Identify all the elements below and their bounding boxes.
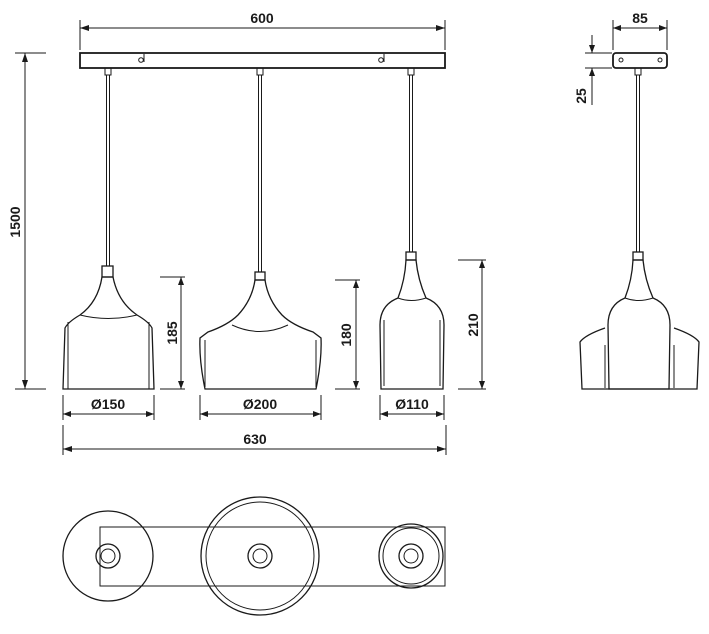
side-view <box>579 52 700 390</box>
dim-total-height: 1500 <box>7 52 46 390</box>
dim-shade1-diameter: Ø150 <box>62 395 155 420</box>
side-cord <box>636 75 640 252</box>
cord-1 <box>106 75 110 266</box>
dim-total-width: 630 <box>62 425 447 455</box>
dim-label-1500: 1500 <box>7 206 23 237</box>
cord-3 <box>409 75 413 252</box>
side-shade-back <box>579 327 700 390</box>
dim-label-d200: Ø200 <box>243 396 277 412</box>
dim-shade1-height: 185 <box>160 276 185 390</box>
top-view <box>62 496 446 616</box>
pendant-shade-3 <box>379 251 445 390</box>
dim-canopy-depth: 85 <box>612 10 668 50</box>
cord-grip-1 <box>104 67 112 76</box>
dim-canopy-length: 600 <box>79 10 446 50</box>
top-shade-2 <box>200 496 320 616</box>
dim-label-210: 210 <box>465 313 481 337</box>
dim-shade3-diameter: Ø110 <box>379 395 445 420</box>
top-canopy <box>99 526 446 587</box>
dim-shade3-height: 210 <box>458 259 486 390</box>
cord-grip-2 <box>256 67 264 76</box>
cord-2 <box>258 75 262 272</box>
canopy-bar <box>79 52 446 69</box>
dim-label-d150: Ø150 <box>91 396 125 412</box>
dim-label-630: 630 <box>243 431 267 447</box>
dim-shade2-height: 180 <box>335 279 360 390</box>
front-view <box>62 52 446 390</box>
dim-label-85: 85 <box>632 10 648 26</box>
dim-label-180: 180 <box>338 323 354 347</box>
dim-label-25: 25 <box>573 88 589 104</box>
dim-label-600: 600 <box>250 10 274 26</box>
canopy-screw-left <box>138 54 145 63</box>
top-shade-3 <box>378 523 444 589</box>
canopy-screw-right <box>378 54 385 63</box>
dim-label-d110: Ø110 <box>395 396 429 412</box>
cord-grip-3 <box>407 67 415 76</box>
side-shade-front <box>607 251 671 390</box>
dim-label-185: 185 <box>164 321 180 345</box>
pendant-shade-2 <box>199 271 322 390</box>
dim-shade2-diameter: Ø200 <box>199 395 322 420</box>
top-shade-1 <box>62 510 154 602</box>
side-canopy <box>612 52 668 69</box>
pendant-shade-1 <box>62 265 155 390</box>
dim-canopy-height: 25 <box>573 35 612 105</box>
